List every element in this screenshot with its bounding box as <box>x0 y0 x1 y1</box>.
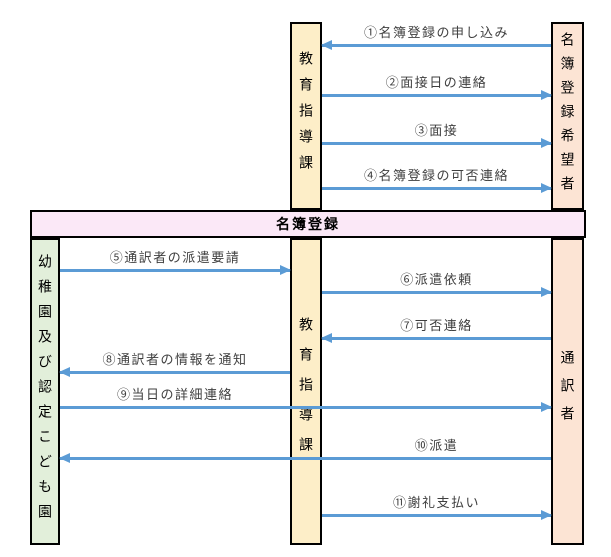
arrow-line <box>322 291 551 294</box>
flow-arrow-6: ⑥派遣依頼 <box>322 272 552 297</box>
phase-band-roster-registration: 名簿登録 <box>30 210 586 238</box>
actor-label: 教育指導課 <box>298 316 314 467</box>
arrow-line <box>322 44 551 47</box>
arrowhead-right-icon <box>541 90 552 100</box>
flow-arrow-9: ⑨当日の詳細連絡 <box>60 387 552 412</box>
arrow-label: ⑤通訳者の派遣要請 <box>109 250 241 265</box>
arrowhead-right-icon <box>280 265 291 275</box>
flow-arrow-4: ④名簿登録の可否連絡 <box>322 168 552 193</box>
arrow-label: ⑥派遣依頼 <box>400 272 473 287</box>
arrow-line <box>60 457 551 460</box>
flow-arrow-8: ⑧通訳者の情報を通知 <box>59 352 290 377</box>
arrowhead-left-icon <box>321 40 332 50</box>
arrow-line <box>322 94 551 97</box>
arrow-line <box>60 406 551 409</box>
phase-band-label: 名簿登録 <box>276 216 340 232</box>
actor-bar-education-guidance-bottom: 教育指導課 <box>290 238 322 545</box>
arrowhead-right-icon <box>541 402 552 412</box>
actor-label: 通訳者 <box>559 349 576 434</box>
actor-bar-interpreter: 通訳者 <box>551 238 584 545</box>
arrow-label: ⑦可否連絡 <box>400 318 473 333</box>
flow-arrow-1: ①名簿登録の申し込み <box>321 25 551 50</box>
flow-arrow-2: ②面接日の連絡 <box>322 75 552 100</box>
arrow-label: ⑨当日の詳細連絡 <box>116 387 233 402</box>
flow-arrow-11: ⑪謝礼支払い <box>322 495 552 520</box>
actor-bar-registration-applicant: 名簿登録希望者 <box>551 22 584 210</box>
arrow-line <box>60 371 290 374</box>
arrowhead-left-icon <box>59 453 70 463</box>
flow-arrow-10: ⑩派遣 <box>59 438 551 463</box>
arrow-line <box>322 514 551 517</box>
arrow-label: ①名簿登録の申し込み <box>363 25 509 40</box>
arrow-label: ⑩派遣 <box>414 438 459 453</box>
actor-label: 名簿登録希望者 <box>559 32 576 200</box>
arrowhead-left-icon <box>59 367 70 377</box>
arrow-label: ③面接 <box>414 123 459 138</box>
arrowhead-left-icon <box>321 333 332 343</box>
arrow-label: ②面接日の連絡 <box>385 75 488 90</box>
arrowhead-right-icon <box>541 287 552 297</box>
arrow-label: ⑪謝礼支払い <box>392 495 480 510</box>
flow-arrow-7: ⑦可否連絡 <box>321 318 551 343</box>
arrow-line <box>322 142 551 145</box>
arrow-line <box>322 187 551 190</box>
arrow-label: ④名簿登録の可否連絡 <box>363 168 509 183</box>
actor-bar-education-guidance-top: 教育指導課 <box>290 22 322 210</box>
actor-label: 教育指導課 <box>298 51 314 181</box>
actor-label: 幼稚園及び認定こども園 <box>37 254 53 529</box>
arrow-line <box>60 269 290 272</box>
arrowhead-right-icon <box>541 510 552 520</box>
arrowhead-right-icon <box>541 138 552 148</box>
flow-arrow-5: ⑤通訳者の派遣要請 <box>60 250 291 275</box>
arrowhead-right-icon <box>541 183 552 193</box>
actor-bar-kindergarten: 幼稚園及び認定こども園 <box>30 238 60 545</box>
flow-arrow-3: ③面接 <box>322 123 552 148</box>
arrow-label: ⑧通訳者の情報を通知 <box>102 352 248 367</box>
arrow-line <box>322 337 551 340</box>
